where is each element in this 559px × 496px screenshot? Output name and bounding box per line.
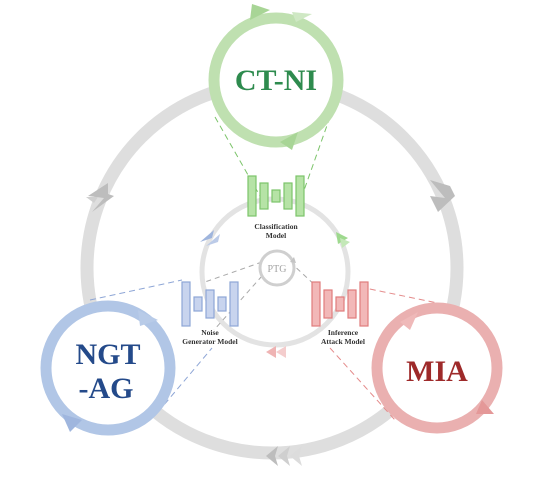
ngtag-node: NGT -AG bbox=[40, 300, 176, 436]
inference-attack-model-icon bbox=[311, 281, 369, 327]
classification-model-label-line1: Classification bbox=[254, 222, 298, 231]
mia-label: MIA bbox=[406, 355, 468, 388]
ptg-label: PTG bbox=[268, 264, 287, 275]
outer-arrow-bottom-icon bbox=[266, 446, 302, 466]
ngtag-label-line2: -AG bbox=[79, 372, 134, 405]
inference-model-label-line1: Inference bbox=[328, 328, 359, 337]
classification-model-icon bbox=[247, 175, 305, 217]
ngtag-label-line1: NGT bbox=[75, 338, 140, 371]
noise-model-label-line2: Generator Model bbox=[182, 337, 237, 346]
ngtag-to-noise-dashes bbox=[89, 279, 213, 413]
ctni-label: CT-NI bbox=[235, 64, 317, 97]
noise-model-label-line1: Noise bbox=[201, 328, 219, 337]
noise-generator-model-icon bbox=[181, 281, 239, 327]
inference-model-label-line2: Attack Model bbox=[321, 337, 365, 346]
inner-arrow-red-icon bbox=[266, 346, 286, 358]
mia-to-inference-dashes bbox=[329, 286, 453, 421]
inner-arrow-blue-icon bbox=[200, 230, 220, 246]
mia-node: MIA bbox=[371, 302, 503, 434]
ctni-node: CT-NI bbox=[208, 4, 344, 150]
outer-arrow-right-icon bbox=[430, 180, 455, 212]
ptg-center-node: PTG bbox=[258, 249, 296, 287]
outer-arrow-left-icon bbox=[86, 183, 114, 212]
classification-model-label-line2: Model bbox=[266, 231, 286, 240]
inner-arrow-green-icon bbox=[336, 232, 350, 248]
